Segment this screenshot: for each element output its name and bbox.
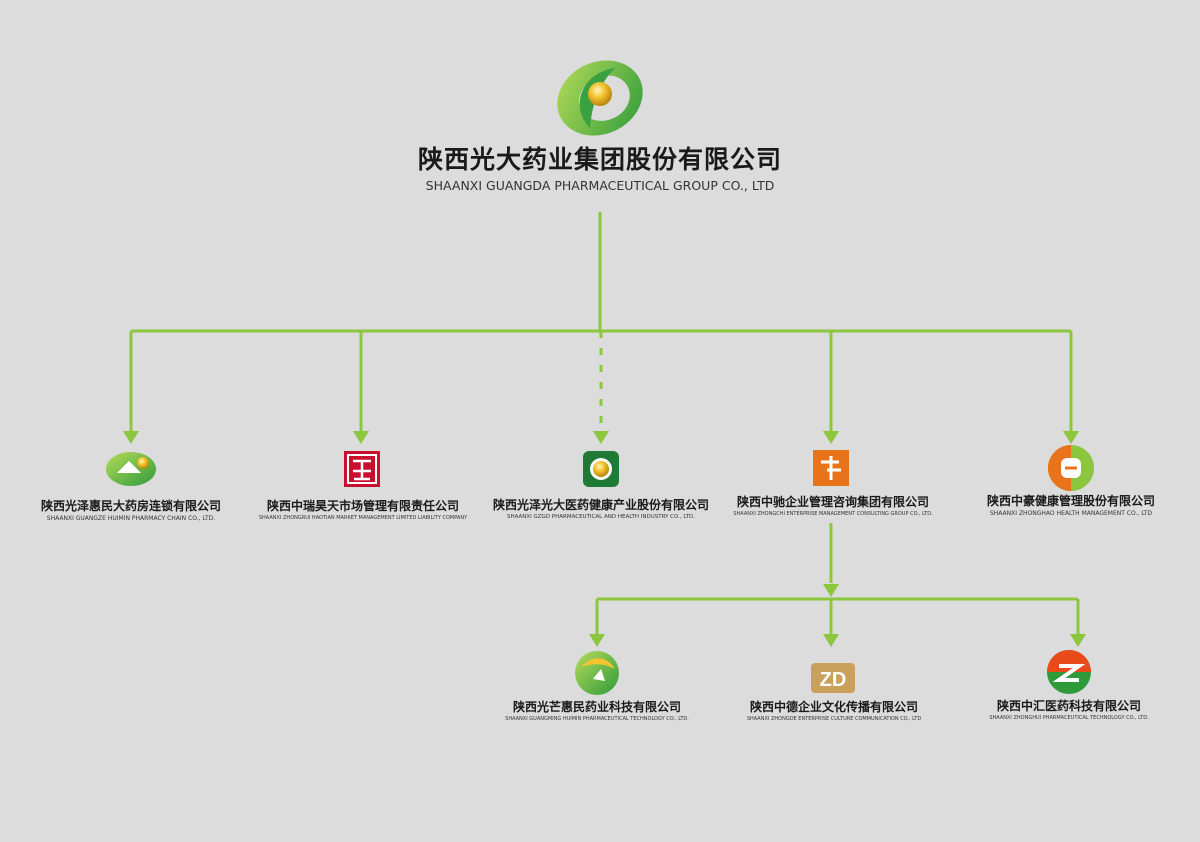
sub-subsidiary-arrow bbox=[1070, 634, 1086, 647]
sub-subsidiary-name: 陕西中德企业文化传播有限公司 bbox=[749, 700, 918, 714]
root-company: 陕西光大药业集团股份有限公司 SHAANXI GUANGDA PHARMACEU… bbox=[400, 140, 800, 193]
subsidiary-english-name: SHAANXI ZHONGCHI ENTERPRISE MANAGEMENT C… bbox=[733, 511, 933, 517]
subsidiary-name: 陕西光泽光大医药健康产业股份有限公司 bbox=[492, 498, 709, 512]
guangda-swirl-logo bbox=[557, 60, 643, 136]
subsidiary-zhonghao: 陕西中豪健康管理股份有限公司 SHAANXI ZHONGHAO HEALTH M… bbox=[970, 492, 1172, 517]
subsidiary-name: 陕西中驰企业管理咨询集团有限公司 bbox=[736, 495, 929, 509]
root-company-english-name: SHAANXI GUANGDA PHARMACEUTICAL GROUP CO.… bbox=[425, 178, 775, 193]
subsidiary-english-name: SHAANXI ZHONGRUI HAOTIAN MARKET MANAGEME… bbox=[258, 515, 468, 521]
subsidiary-english-name: SHAANXI GZGD PHARMACEUTICAL AND HEALTH I… bbox=[506, 514, 696, 520]
sub-subsidiary-zhongde: 陕西中德企业文化传播有限公司 SHAANXI ZHONGDE ENTERPRIS… bbox=[724, 698, 944, 722]
sub-subsidiary-name: 陕西中汇医药科技有限公司 bbox=[996, 699, 1141, 713]
zhongrui-seal-logo bbox=[344, 451, 380, 487]
subsidiary-arrow bbox=[123, 431, 139, 444]
sub-subsidiary-zhonghui: 陕西中汇医药科技有限公司 SHAANXI ZHONGHUI PHARMACEUT… bbox=[966, 697, 1172, 721]
guangmang-logo bbox=[575, 651, 619, 695]
subsidiary-arrow bbox=[1063, 431, 1079, 444]
zhongde-logo-text: ZD bbox=[820, 669, 847, 691]
sub-subsidiary-english-name: SHAANXI GUANGMING HUIMIN PHARMACEUTICAL … bbox=[505, 716, 689, 722]
guangze-logo bbox=[106, 452, 156, 486]
subsidiary-gzgd: 陕西光泽光大医药健康产业股份有限公司 SHAANXI GZGD PHARMACE… bbox=[488, 496, 714, 520]
sub-subsidiary-arrow bbox=[589, 634, 605, 647]
subsidiary-name: 陕西中瑞昊天市场管理有限责任公司 bbox=[266, 499, 459, 513]
zhongde-logo: ZD bbox=[811, 663, 855, 693]
sub-subsidiary-name: 陕西光芒惠民药业科技有限公司 bbox=[512, 700, 681, 714]
subsidiary-name: 陕西中豪健康管理股份有限公司 bbox=[986, 494, 1155, 508]
connector-lines bbox=[129, 212, 1080, 634]
sub-subsidiary-guangmang: 陕西光芒惠民药业科技有限公司 SHAANXI GUANGMING HUIMIN … bbox=[494, 698, 700, 722]
sub-subsidiary-english-name: SHAANXI ZHONGDE ENTERPRISE CULTURE COMMU… bbox=[746, 716, 922, 722]
subsidiary-guangze: 陕西光泽惠民大药房连锁有限公司 SHAANXI GUANGZE HUIMIN P… bbox=[26, 497, 236, 522]
subsidiary-name: 陕西光泽惠民大药房连锁有限公司 bbox=[40, 499, 221, 513]
zhonghao-logo bbox=[1048, 445, 1094, 491]
gzgd-logo bbox=[583, 451, 619, 487]
subsidiary-arrow bbox=[823, 431, 839, 444]
subsidiary-arrow bbox=[593, 431, 609, 444]
subsidiary-english-name: SHAANXI ZHONGHAO HEALTH MANAGEMENT CO., … bbox=[989, 510, 1153, 517]
zhonghui-logo bbox=[1047, 650, 1091, 694]
subsidiary-english-name: SHAANXI GUANGZE HUIMIN PHARMACY CHAIN CO… bbox=[46, 515, 216, 522]
sub-subsidiary-english-name: SHAANXI ZHONGHUI PHARMACEUTICAL TECHNOLO… bbox=[989, 715, 1149, 721]
zhongchi-logo bbox=[813, 450, 849, 486]
connector-arrows bbox=[123, 431, 1086, 647]
subsidiary-zhongrui: 陕西中瑞昊天市场管理有限责任公司 SHAANXI ZHONGRUI HAOTIA… bbox=[248, 497, 478, 521]
subsidiary-arrow bbox=[353, 431, 369, 444]
root-company-name: 陕西光大药业集团股份有限公司 bbox=[417, 145, 782, 174]
zhongchi-trunk-arrow bbox=[823, 584, 839, 597]
subsidiary-zhongchi: 陕西中驰企业管理咨询集团有限公司 SHAANXI ZHONGCHI ENTERP… bbox=[722, 493, 944, 517]
sub-subsidiary-arrow bbox=[823, 634, 839, 647]
